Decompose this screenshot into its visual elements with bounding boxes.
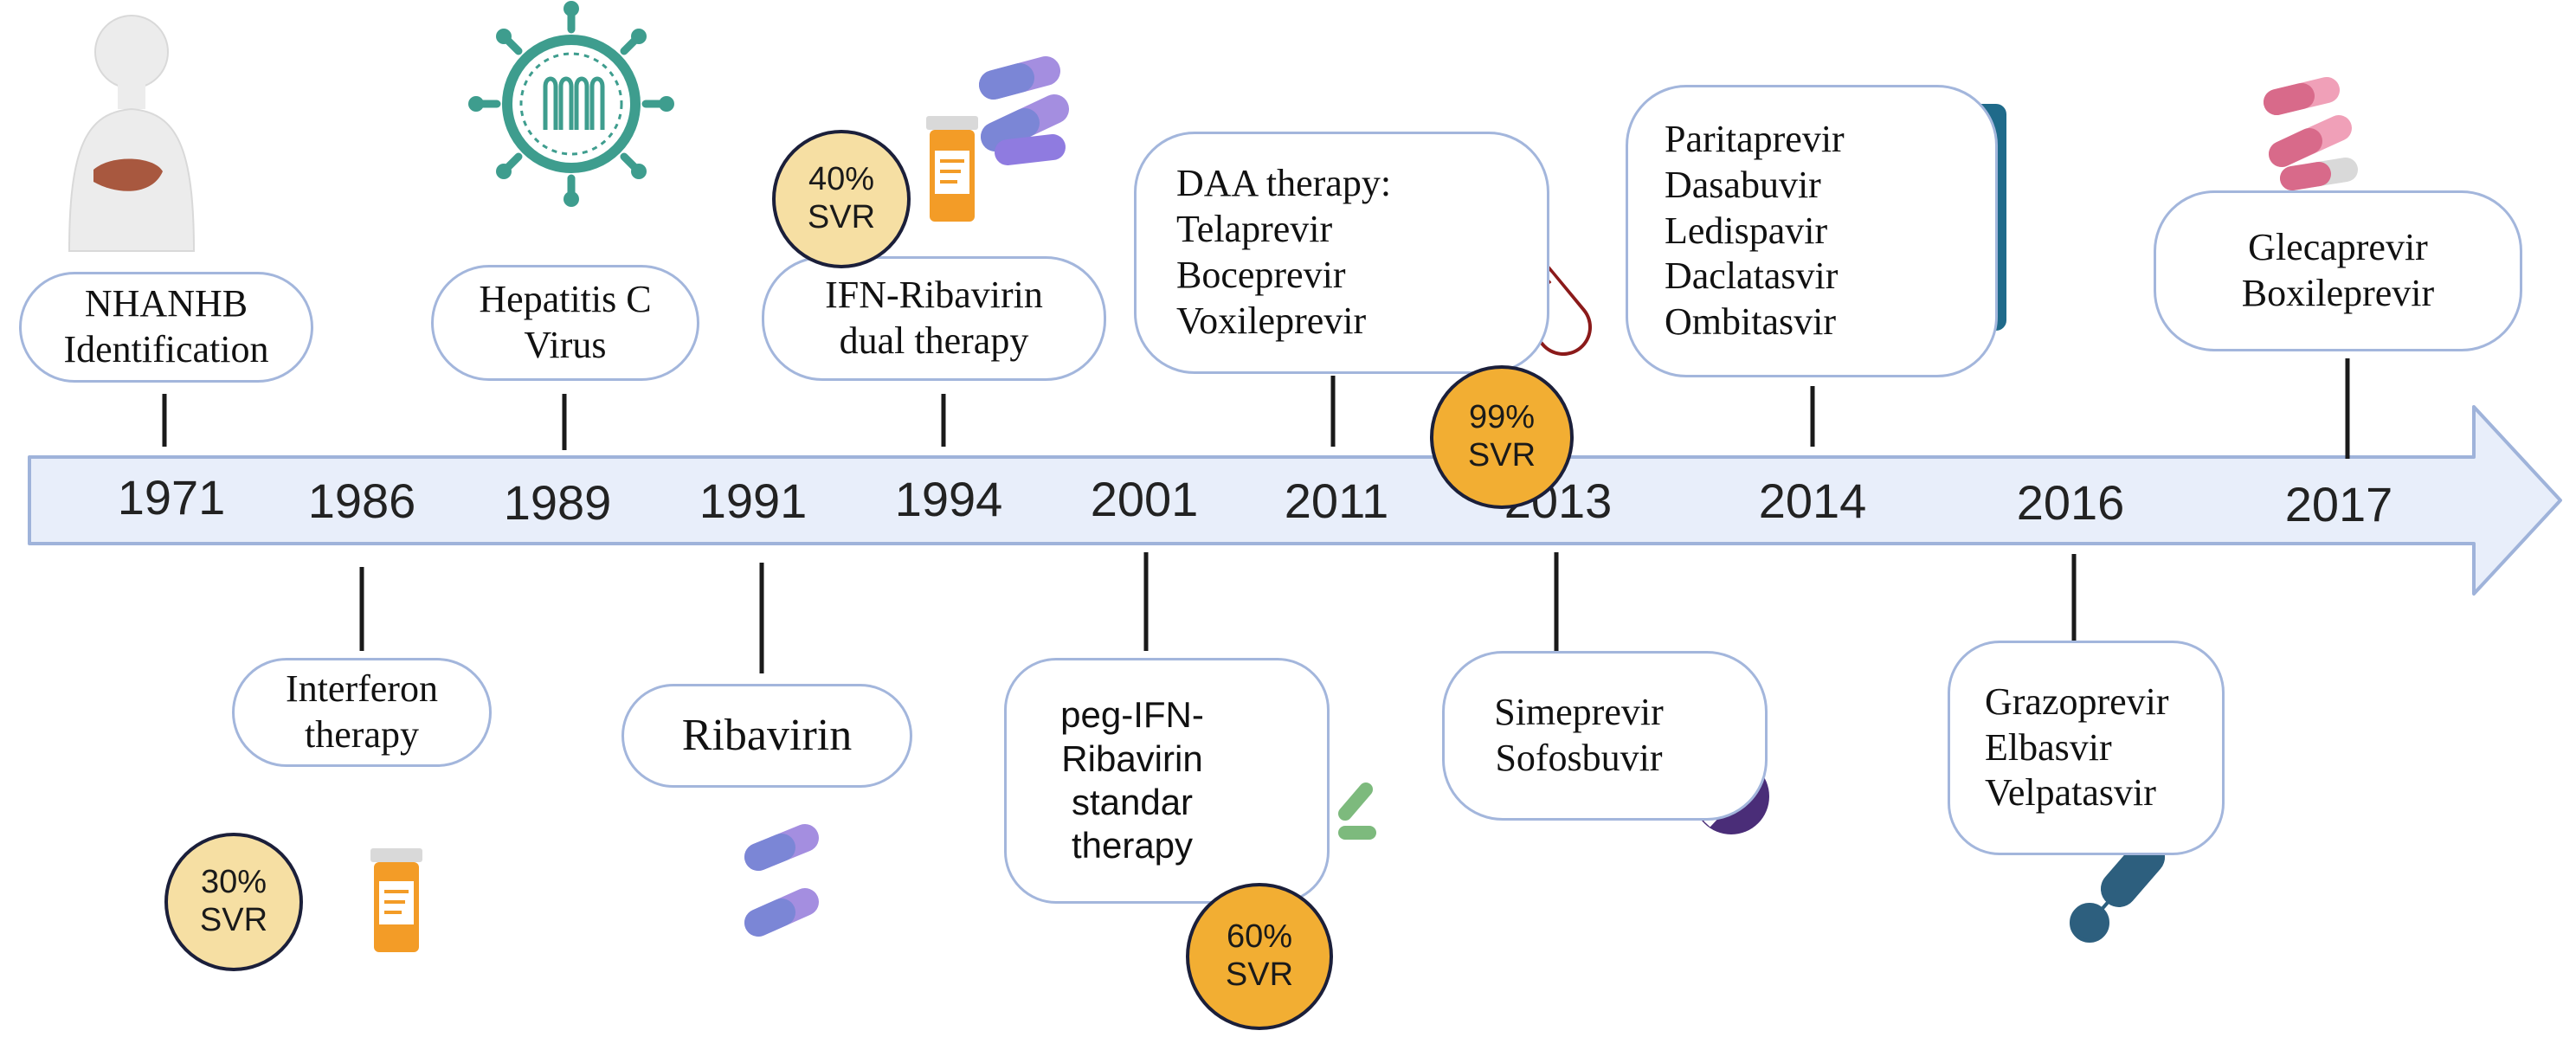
year-label: 2016 (2016, 475, 2125, 530)
year-label: 2014 (1758, 473, 1867, 528)
pill-bottle-icon (926, 116, 978, 222)
event-line: Ombitasvir (1665, 300, 1836, 344)
capsules-icon (979, 56, 1069, 165)
event-line: Boceprevir (1176, 254, 1346, 296)
event-line: Telaprevir (1176, 208, 1333, 251)
year-label: 2001 (1090, 472, 1199, 526)
event-box-1994: IFN-Ribavirin dual therapy (762, 256, 1106, 381)
event-line: Virus (524, 324, 607, 366)
event-line: Glecaprevir (2248, 226, 2428, 269)
event-line: Paritaprevir (1665, 118, 1845, 160)
svr-label: SVR (1467, 437, 1536, 473)
svr-label: SVR (807, 199, 876, 235)
year-label: 1991 (699, 473, 808, 528)
timeline-arrow (28, 405, 2562, 596)
capsules-icon (2264, 77, 2358, 190)
pill-bottle-icon (370, 848, 422, 952)
event-line: Interferon (286, 667, 438, 711)
event-line: therapy (305, 713, 419, 756)
event-line: Sofosbuvir (1495, 737, 1663, 779)
event-box-2014: Paritaprevir Dasabuvir Ledispavir Daclat… (1626, 85, 1998, 377)
event-line: therapy (1071, 825, 1194, 866)
svr-badge-30: 30% SVR (164, 833, 303, 971)
svr-percent: 40% (808, 161, 875, 198)
svr-label: SVR (199, 902, 268, 938)
event-line: Grazoprevir (1985, 680, 2169, 723)
capsule-icon (2070, 839, 2165, 943)
year-label: 2017 (2284, 477, 2393, 531)
event-box-1989: Hepatitis C Virus (431, 265, 699, 381)
event-line: dual therapy (839, 319, 1029, 362)
event-box-1986: Interferon therapy (232, 658, 492, 767)
event-line: Velpatasvir (1985, 771, 2156, 815)
event-box-2016: Grazoprevir Elbasvir Velpatasvir (1948, 641, 2225, 855)
event-box-2011: DAA therapy: Telaprevir Boceprevir Voxil… (1134, 132, 1549, 374)
event-line: Simeprevir (1494, 691, 1664, 734)
capsules-icon (744, 824, 819, 937)
event-box-2013: Simeprevir Sofosbuvir (1442, 651, 1768, 821)
event-box-1971: NHANHB Identification (19, 272, 313, 383)
svr-badge-60: 60% SVR (1186, 883, 1333, 1030)
year-label: 1994 (894, 472, 1003, 526)
event-box-2001: peg-IFN- Ribavirin standar therapy (1004, 658, 1330, 904)
event-line: Daclatasvir (1665, 254, 1839, 298)
year-label: 1989 (503, 475, 612, 530)
year-label: 2011 (1284, 473, 1389, 528)
svr-percent: 99% (1468, 399, 1536, 436)
event-box-1991: Ribavirin (621, 684, 912, 788)
event-line: DAA therapy: (1176, 162, 1392, 205)
event-line: Ribavirin (681, 710, 853, 760)
capsule-icon (1338, 783, 1376, 840)
event-box-2017: Glecaprevir Boxileprevir (2154, 190, 2522, 351)
event-line: Elbasvir (1985, 725, 2112, 769)
event-line: Ribavirin (1061, 737, 1203, 779)
event-line: standar (1071, 782, 1194, 822)
event-line: Identification (63, 328, 269, 370)
svr-badge-99: 99% SVR (1430, 365, 1574, 509)
year-label: 1971 (117, 470, 226, 525)
virus-icon (468, 1, 674, 207)
event-line: Voxileprevir (1176, 299, 1367, 342)
svr-label: SVR (1225, 956, 1294, 993)
human-liver-icon (68, 15, 196, 252)
event-line: peg-IFN- (1060, 694, 1204, 736)
year-label: 1986 (307, 473, 416, 528)
svr-percent: 30% (200, 864, 267, 901)
event-line: Ledispavir (1665, 209, 1828, 252)
svr-badge-40: 40% SVR (772, 130, 911, 268)
event-line: NHANHB (84, 282, 248, 325)
event-line: Hepatitis C (479, 278, 652, 321)
event-line: IFN-Ribavirin (825, 274, 1043, 317)
event-line: Boxileprevir (2241, 272, 2435, 314)
event-line: Dasabuvir (1665, 163, 1821, 206)
svr-percent: 60% (1226, 918, 1293, 956)
